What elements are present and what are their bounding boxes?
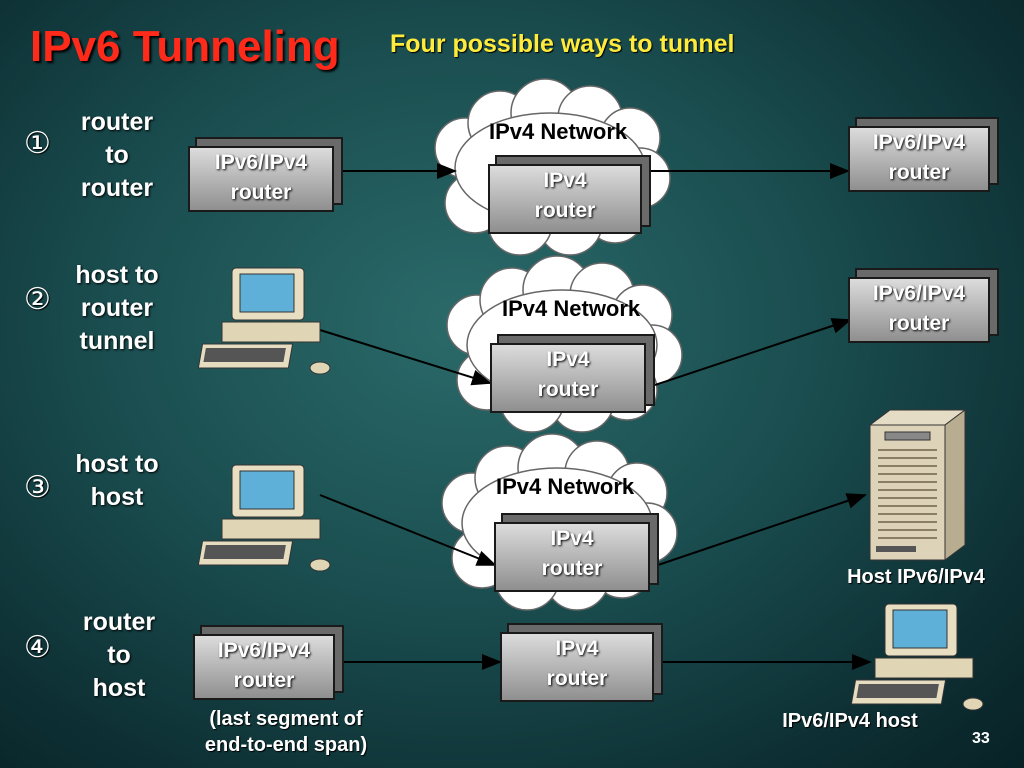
row-number-3: ③ (24, 471, 51, 504)
row-label-1: router to router (80, 108, 154, 202)
slide-title: IPv6 Tunneling (30, 22, 340, 71)
desktop-computer-icon (850, 603, 984, 711)
link-row2-right (654, 318, 852, 386)
cloud-label-row3: IPv4 Network (496, 474, 635, 499)
desktop-computer-icon (197, 464, 331, 572)
row-label-4: router to host (82, 608, 156, 702)
link-row3-right (657, 493, 867, 566)
row-label-2: host to router tunnel (75, 261, 159, 355)
slide-subtitle: Four possible ways to tunnel (390, 30, 735, 58)
row-number-1: ① (24, 127, 51, 160)
row-number-4: ④ (24, 631, 51, 664)
cloud-label-row2: IPv4 Network (502, 296, 641, 321)
host-server-caption: Host IPv6/IPv4 (847, 566, 985, 588)
cloud-label-row1: IPv4 Network (489, 119, 628, 144)
last-segment-caption: (last segment of end-to-end span) (204, 708, 368, 756)
tower-server-icon (868, 409, 967, 561)
host-pc-caption: IPv6/IPv4 host (782, 710, 918, 732)
link-row3-left (319, 494, 497, 566)
row-number-2: ② (24, 283, 51, 316)
desktop-computer-icon (197, 267, 331, 375)
row-label-3: host to host (75, 450, 159, 511)
page-number: 33 (972, 730, 990, 747)
link-row2-left (319, 329, 492, 386)
